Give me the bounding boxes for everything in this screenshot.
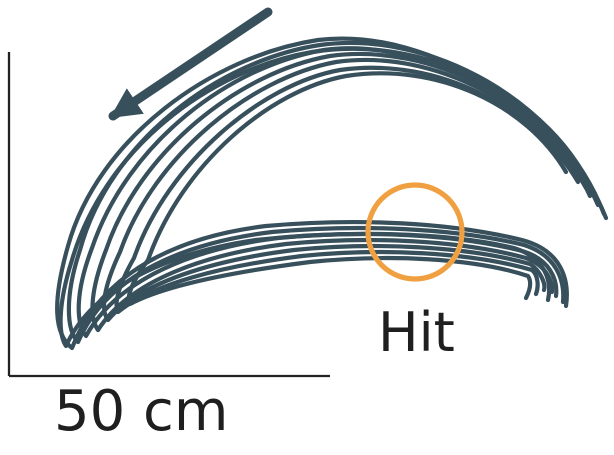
scale-label: 50 cm [54, 379, 229, 444]
trace-7 [126, 71, 569, 307]
hit-target-ring [365, 182, 465, 282]
trace-5 [114, 65, 581, 315]
movement-traces [55, 36, 609, 351]
arrow-down-left-icon [108, 7, 273, 121]
trace-1 [66, 40, 607, 345]
hit-label: Hit [378, 301, 455, 364]
trace-4 [101, 57, 589, 323]
